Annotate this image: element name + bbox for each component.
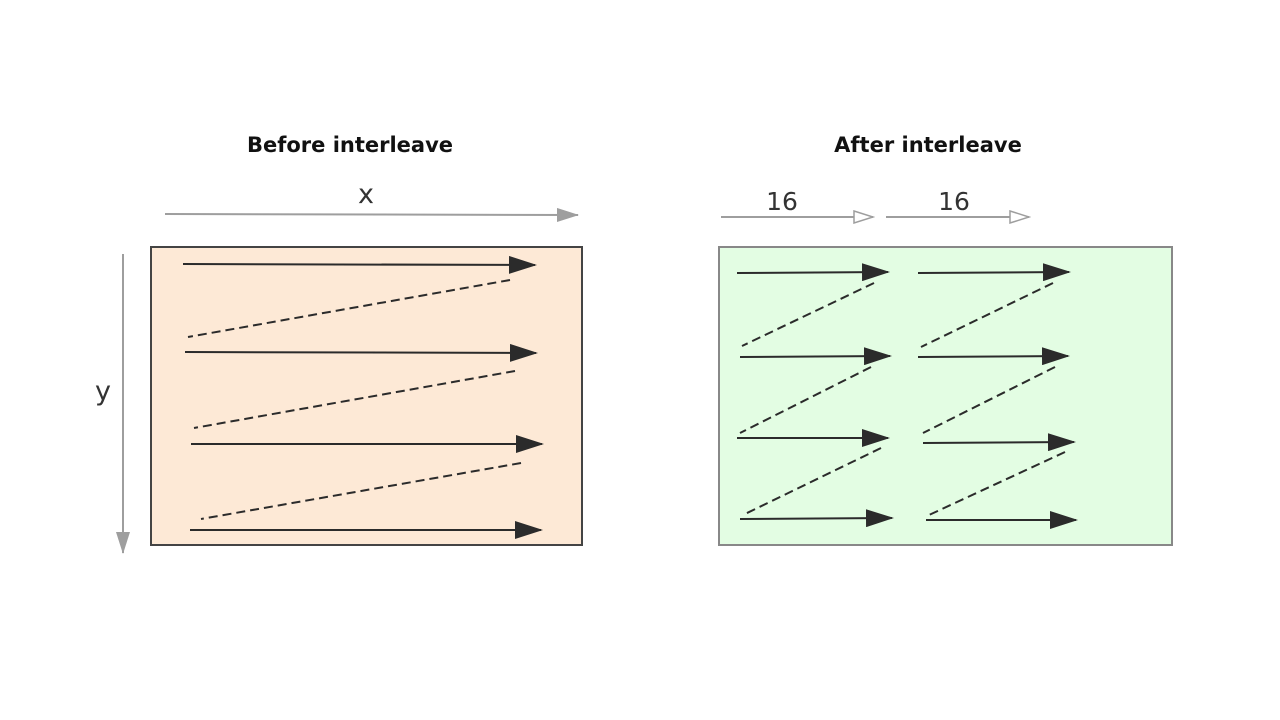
scan-return-dashed: [200, 462, 522, 520]
scan-row-arrow: [736, 263, 890, 282]
after-panel-group: After interleave 16 16: [718, 133, 1173, 546]
after-block-1-arrows: [736, 263, 894, 528]
scan-row-arrow: [184, 343, 538, 362]
scan-return-dashed: [928, 451, 1066, 516]
before-panel: [150, 246, 583, 546]
scan-row-arrow: [739, 347, 892, 366]
scan-row-arrow: [917, 263, 1071, 282]
after-block-2-arrows: [917, 263, 1078, 529]
after-title: After interleave: [834, 133, 1022, 157]
scan-row-arrow: [182, 255, 537, 274]
block-width-label-2: 16: [938, 187, 970, 216]
scan-return-dashed: [744, 447, 882, 515]
x-axis-label: x: [358, 179, 374, 210]
after-panel: [718, 246, 1173, 546]
scan-row-arrow: [917, 347, 1070, 366]
x-axis-arrow: [164, 207, 579, 222]
scan-row-arrow: [739, 509, 894, 528]
scan-return-dashed: [920, 282, 1054, 348]
scan-return-dashed: [187, 279, 511, 338]
before-panel-group: Before interleave x y: [95, 133, 583, 554]
scan-return-dashed: [741, 282, 875, 347]
before-scan-arrows: [182, 255, 544, 539]
scan-return-dashed: [739, 366, 872, 434]
block-width-label-1: 16: [766, 187, 798, 216]
y-axis-label: y: [95, 376, 111, 407]
before-title: Before interleave: [247, 133, 453, 157]
scan-return-dashed: [922, 366, 1056, 434]
scan-row-arrow: [922, 433, 1076, 452]
scan-return-dashed: [193, 370, 516, 429]
